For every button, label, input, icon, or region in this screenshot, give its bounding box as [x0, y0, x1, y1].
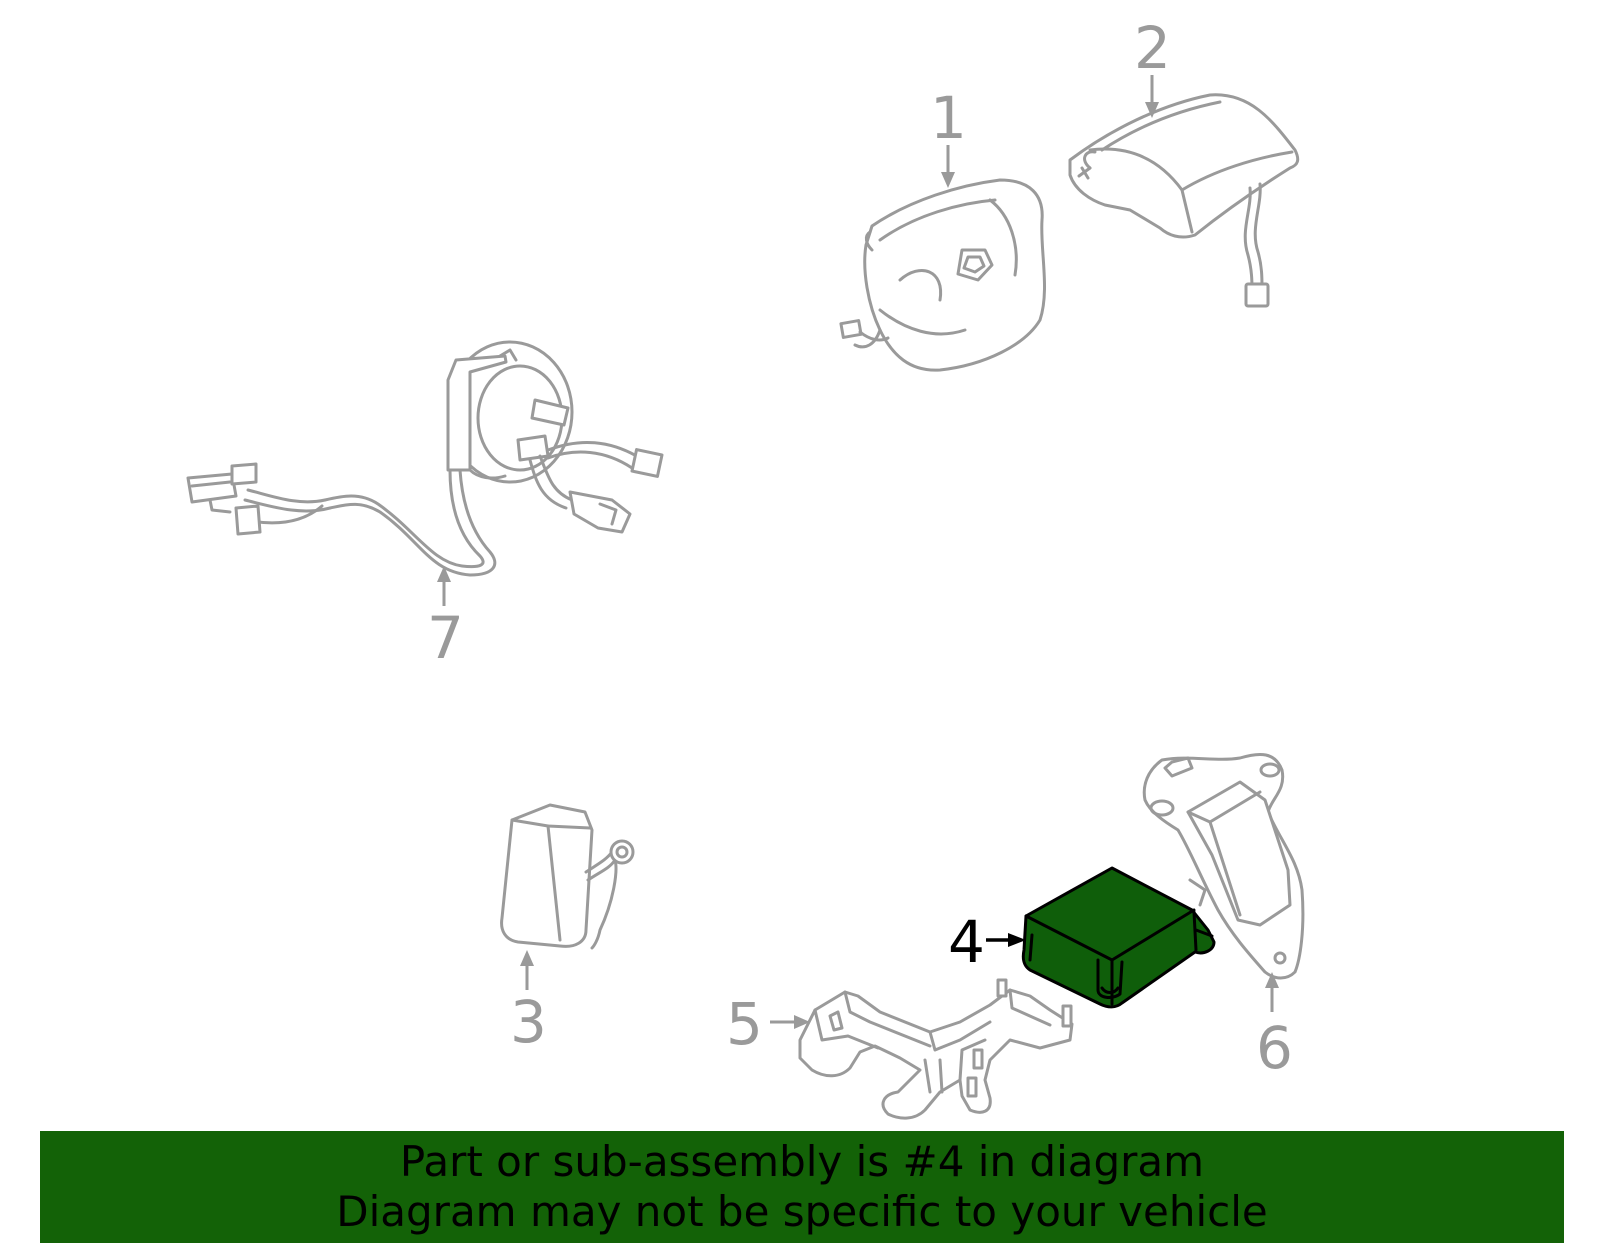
part-4-airbag-control-module[interactable] [1021, 866, 1216, 1009]
callout-5-label: 5 [726, 990, 763, 1058]
callout-1: 1 [930, 84, 967, 188]
part-6-module-bracket[interactable] [1142, 752, 1305, 980]
banner-line-part-number: Part or sub-assembly is #4 in diagram [399, 1137, 1205, 1186]
part-7-clock-spring[interactable] [186, 340, 664, 577]
callout-6: 6 [1256, 972, 1293, 1082]
callout-4-label: 4 [948, 908, 985, 976]
banner-line-disclaimer: Diagram may not be specific to your vehi… [336, 1187, 1268, 1236]
callout-2-label: 2 [1134, 14, 1171, 82]
callout-6-label: 6 [1256, 1014, 1293, 1082]
part-1-driver-airbag[interactable] [839, 178, 1047, 372]
callout-7: 7 [427, 566, 464, 672]
part-2-passenger-airbag[interactable] [1068, 93, 1300, 308]
callout-7-label: 7 [427, 604, 464, 672]
part-3-impact-sensor[interactable] [500, 803, 635, 950]
callout-3: 3 [510, 950, 547, 1056]
callout-1-label: 1 [930, 84, 967, 152]
callout-5: 5 [726, 990, 810, 1058]
callout-2: 2 [1134, 14, 1171, 118]
part-5-mounting-bracket[interactable] [798, 978, 1074, 1120]
callout-4: 4 [948, 908, 1026, 976]
info-banner: Part or sub-assembly is #4 in diagram Di… [40, 1131, 1564, 1243]
callout-3-label: 3 [510, 988, 547, 1056]
